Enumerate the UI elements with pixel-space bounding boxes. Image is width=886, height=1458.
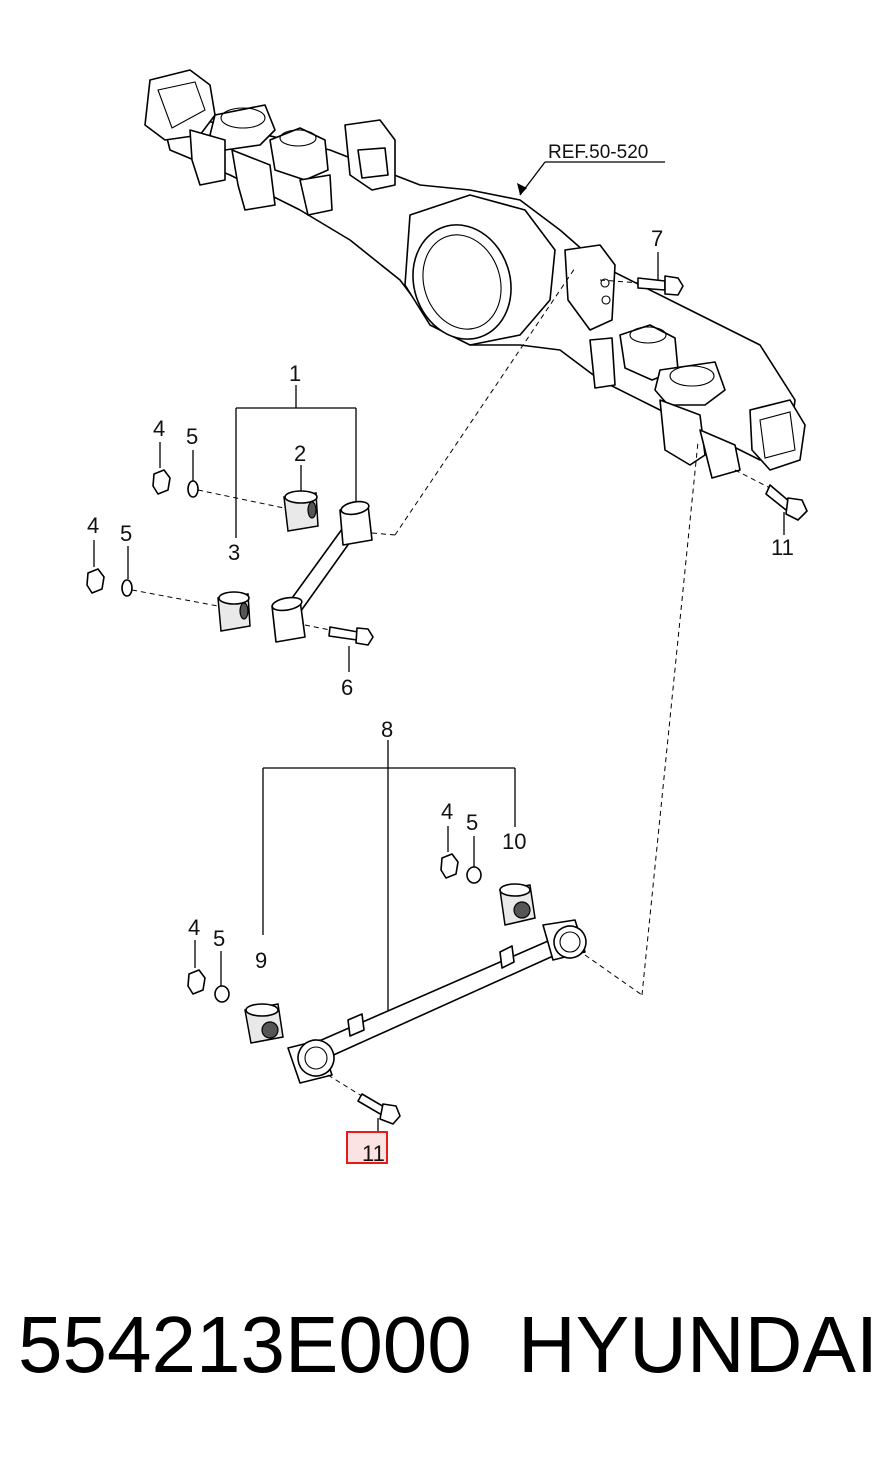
bolt-7: 7 (599, 226, 684, 296)
callout-5c: 5 (466, 810, 478, 835)
callout-5a: 5 (186, 424, 198, 449)
callout-5d: 5 (213, 926, 225, 951)
lower-arm-assembly: 8 9 10 4 5 (187, 441, 699, 1137)
reference-label: REF.50-520 (548, 142, 648, 163)
callout-1: 1 (289, 361, 301, 386)
callout-9: 9 (255, 948, 267, 973)
callout-4d: 4 (188, 915, 200, 940)
part-number: 554213E000 (18, 1300, 472, 1389)
bolt-11-upper: 11 (734, 469, 808, 560)
callout-7: 7 (651, 226, 663, 251)
callout-4b: 4 (87, 513, 99, 538)
callout-6: 6 (341, 675, 353, 700)
callout-3: 3 (228, 540, 240, 565)
callout-10: 10 (502, 829, 526, 854)
part-footer: 554213E000 HYUNDAI (0, 1300, 886, 1390)
callout-8: 8 (381, 717, 393, 742)
callout-11-upper: 11 (771, 535, 794, 560)
brand-name: HYUNDAI (518, 1300, 879, 1389)
upper-arm-assembly: 1 2 3 6 4 5 (86, 267, 576, 700)
rear-axle-housing (144, 69, 806, 479)
callout-5b: 5 (120, 521, 132, 546)
callout-4c: 4 (441, 799, 453, 824)
reference-callout: REF.50-520 (517, 142, 665, 196)
highlighted-callout-11[interactable]: 11 (346, 1131, 388, 1166)
callout-2: 2 (294, 441, 306, 466)
callout-4a: 4 (153, 416, 165, 441)
callout-11-lower: 11 (362, 1141, 385, 1166)
